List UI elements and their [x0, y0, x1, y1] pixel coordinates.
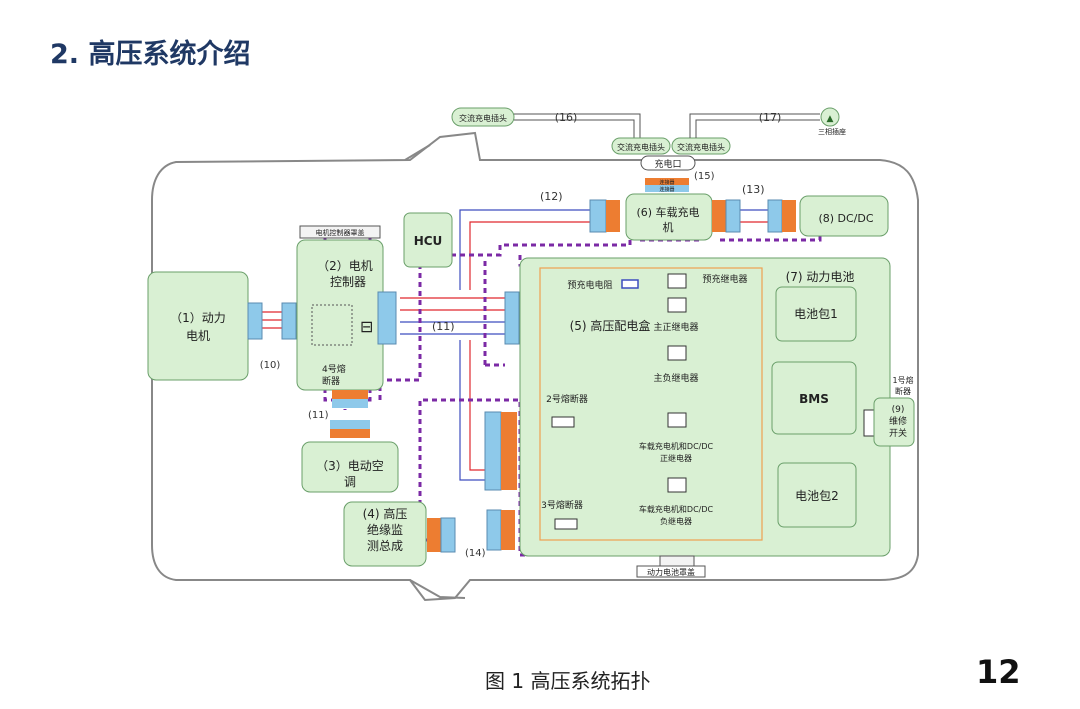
ac-compressor-label: （3）电动空	[316, 459, 384, 473]
svg-text:控制器: 控制器	[330, 275, 366, 289]
relay-icon	[667, 297, 687, 313]
hcu-label: HCU	[414, 234, 443, 248]
fuse-icon	[554, 518, 578, 530]
svg-text:机: 机	[663, 220, 674, 234]
main-neg-relay-label: 主负继电器	[653, 372, 698, 384]
svg-text:测总成: 测总成	[367, 539, 403, 553]
svg-text:断器: 断器	[895, 386, 911, 396]
label-12: (12)	[540, 190, 563, 203]
motor-ctrl-label: （2）电机	[317, 259, 373, 273]
relay-icon	[667, 477, 687, 493]
motor-ctrl-cover-label: 电机控制器罩盖	[316, 228, 365, 237]
battery-label: (7) 动力电池	[786, 270, 855, 284]
hcu-box: HCU	[403, 212, 453, 268]
charge-port-label: 充电口	[654, 158, 681, 170]
obc-dcdc-pos-relay-label: 车载充电机和DC/DC	[639, 441, 714, 451]
cable-16-label: (16)	[555, 111, 578, 124]
svg-text:⊟: ⊟	[360, 317, 373, 336]
svg-text:负继电器: 负继电器	[660, 516, 692, 526]
vehicle-outline	[151, 131, 919, 602]
svg-text:断器: 断器	[322, 375, 340, 387]
svg-text:维修: 维修	[889, 415, 907, 427]
page-number: 12	[976, 653, 1021, 691]
svg-text:调: 调	[344, 475, 356, 489]
connector-label: 连接器	[659, 186, 674, 193]
battery-cover: 动力电池罩盖	[636, 555, 706, 578]
slide-title: 2. 高压系统介绍	[50, 39, 251, 70]
battery-cover-label: 动力电池罩盖	[647, 567, 695, 577]
motor-label: （1）动力	[170, 311, 226, 325]
charging-cables: 交流充电插头 (16) 交流充电插头 交流充电插头 (17) ▲ 三相插座	[451, 107, 846, 155]
precharge-relay-label: 预充继电器	[702, 273, 747, 285]
label-11a: (11)	[308, 410, 329, 421]
relay-icon	[667, 412, 687, 428]
relay-icon	[667, 345, 687, 361]
svg-text:开关: 开关	[889, 427, 907, 439]
motor-box: （1）动力 电机 (10)	[147, 271, 297, 381]
fuse4-label: 4号熔	[322, 363, 346, 375]
figure-caption: 图 1 高压系统拓扑	[485, 669, 651, 693]
connector-label: 连接器	[659, 179, 674, 186]
pdu-connectors	[484, 291, 520, 551]
bms-label: BMS	[799, 392, 829, 406]
dcdc-label: (8) DC/DC	[818, 212, 873, 225]
label-13: (13)	[742, 183, 765, 196]
three-phase-socket-icon	[820, 107, 840, 127]
battery-box: (7) 动力电池 (5) 高压配电盒 预充电电阻 预充继电器 主正继电器 主负继…	[519, 257, 891, 557]
obc-box: (6) 车载充电 机	[589, 193, 741, 241]
ac-plug-1-label: 交流充电插头	[459, 113, 507, 123]
insulation-monitor-box: (4) 高压 绝缘监 测总成 (14)	[343, 501, 486, 567]
svg-text:▲: ▲	[827, 114, 834, 124]
label-11b: (11)	[432, 320, 455, 333]
main-pos-relay-label: 主正继电器	[653, 321, 698, 333]
dcdc-box: (8) DC/DC	[767, 195, 889, 237]
pdu-label: (5) 高压配电盒	[570, 318, 651, 333]
pdu-border	[539, 267, 763, 541]
fuse2-label: 2号熔断器	[546, 393, 588, 405]
label-14: (14)	[465, 548, 486, 559]
obc-label: (6) 车载充电	[636, 205, 699, 219]
precharge-resistor-label: 预充电电阻	[567, 279, 612, 291]
relay-icon	[667, 273, 687, 289]
obc-dcdc-neg-relay-label: 车载充电机和DC/DC	[639, 504, 714, 514]
label-15: (15)	[694, 171, 715, 182]
fuse3-label: 3号熔断器	[541, 499, 583, 511]
svg-text:电机: 电机	[186, 329, 210, 343]
motor-controller-box: 电机控制器罩盖 （2）电机 控制器 ⊟ 4号熔 断器 (11)	[296, 225, 397, 421]
fuse1-label: 1号熔	[892, 375, 913, 385]
cable-17-label: (17)	[759, 111, 782, 124]
svg-text:绝缘监: 绝缘监	[367, 522, 403, 537]
svg-text:正继电器: 正继电器	[660, 453, 692, 463]
fuse-icon	[551, 416, 575, 428]
three-phase-socket-label: 三相插座	[818, 127, 846, 136]
pack1-label: 电池包1	[794, 307, 838, 321]
charge-port: 充电口 (15) 连接器 连接器	[640, 155, 715, 193]
label-10: (10)	[260, 360, 281, 371]
resistor-icon	[621, 279, 639, 289]
ac-plug-3-label: 交流充电插头	[677, 142, 725, 152]
ac-plug-2-label: 交流充电插头	[617, 142, 665, 152]
service-switch-label: (9)	[892, 405, 905, 415]
insulation-monitor-label: (4) 高压	[363, 506, 408, 521]
service-switch-box: 1号熔 断器 (9) 维修 开关	[863, 375, 915, 447]
pack2-label: 电池包2	[795, 489, 839, 503]
ac-compressor-box: （3）电动空 调	[301, 420, 399, 493]
